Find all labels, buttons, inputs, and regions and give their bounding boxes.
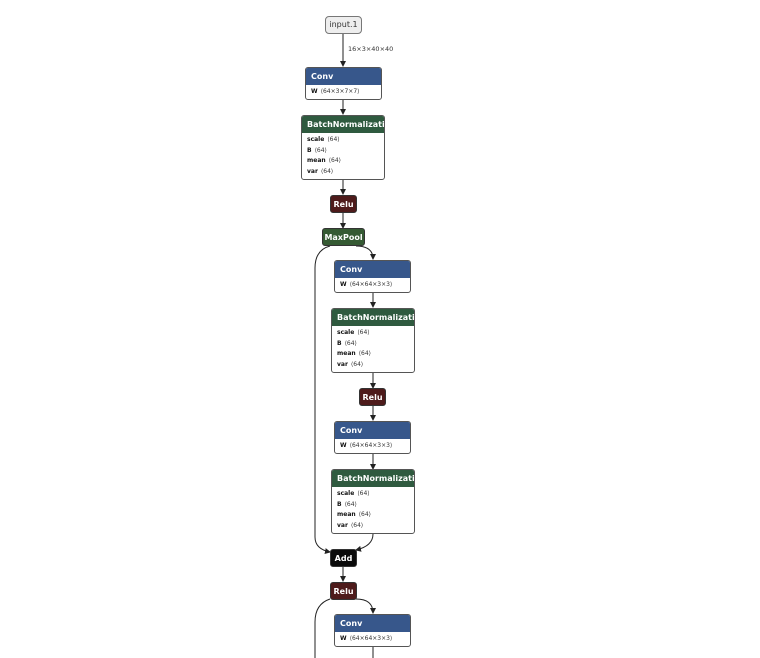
batchnorm1-node[interactable]: BatchNormalization scale⟨64⟩ B⟨64⟩ mean⟨… [301,115,385,180]
attr-value: ⟨64⟩ [358,350,371,357]
attr-name: var [337,521,348,529]
attr-name: W [340,281,347,288]
relu2-node[interactable]: Relu [359,388,386,406]
attr-row: B⟨64⟩ [307,146,379,157]
attr-value: ⟨64⟩ [327,136,340,143]
attr-name: B [337,500,342,508]
edge-bn3-add [355,533,374,552]
node-title: BatchNormalization [332,470,414,487]
batchnorm2-node[interactable]: BatchNormalization scale⟨64⟩ B⟨64⟩ mean⟨… [331,308,415,373]
node-title: Conv [335,422,410,439]
attr-row: W⟨64×64×3×3⟩ [340,441,405,452]
conv2-node[interactable]: Conv W⟨64×64×3×3⟩ [334,260,411,293]
attr-value: ⟨64⟩ [350,360,364,368]
node-attrs: scale⟨64⟩ B⟨64⟩ mean⟨64⟩ var⟨64⟩ [332,487,414,533]
attr-name: W [340,442,347,449]
attr-name: var [307,167,318,175]
attr-row: scale⟨64⟩ [307,135,379,146]
attr-row: var⟨64⟩ [337,360,409,371]
input-shape-label: 16×3×40×40 [348,45,394,53]
attr-value: ⟨64⟩ [344,500,357,508]
attr-name: mean [337,350,356,357]
edge-relu3-skip [314,598,331,658]
node-title: Conv [306,68,381,85]
node-title: Conv [335,615,410,632]
relu3-node[interactable]: Relu [330,582,357,600]
attr-value: ⟨64×64×3×3⟩ [349,281,393,288]
edge-maxpool-add-skip [314,245,331,554]
edge-relu3-conv4 [355,598,376,614]
attr-row: var⟨64⟩ [337,521,409,532]
attr-name: scale [337,329,355,336]
node-title: BatchNormalization [332,309,414,326]
conv3-node[interactable]: Conv W⟨64×64×3×3⟩ [334,421,411,454]
attr-name: scale [307,136,325,143]
relu1-node[interactable]: Relu [330,195,357,213]
node-title: Conv [335,261,410,278]
attr-value: ⟨64⟩ [358,511,371,518]
attr-value: ⟨64×64×3×3⟩ [349,442,393,449]
attr-value: ⟨64⟩ [344,339,357,347]
attr-value: ⟨64⟩ [314,146,327,154]
attr-row: mean⟨64⟩ [307,156,379,167]
edge-maxpool-conv2 [355,245,376,260]
attr-value: ⟨64⟩ [350,521,364,529]
attr-row: W⟨64×64×3×3⟩ [340,280,405,291]
node-attrs: W⟨64×64×3×3⟩ [335,439,410,453]
attr-row: mean⟨64⟩ [337,510,409,521]
node-attrs: scale⟨64⟩ B⟨64⟩ mean⟨64⟩ var⟨64⟩ [332,326,414,372]
attr-value: ⟨64⟩ [357,490,370,497]
add-node[interactable]: Add [330,549,357,567]
attr-row: B⟨64⟩ [337,500,409,511]
node-attrs: W⟨64×3×7×7⟩ [306,85,381,99]
attr-name: var [337,360,348,368]
maxpool-node[interactable]: MaxPool [322,228,365,246]
attr-name: B [337,339,342,347]
attr-value: ⟨64⟩ [328,157,341,164]
node-title: BatchNormalization [302,116,384,133]
batchnorm3-node[interactable]: BatchNormalization scale⟨64⟩ B⟨64⟩ mean⟨… [331,469,415,534]
node-attrs: W⟨64×64×3×3⟩ [335,632,410,646]
attr-name: W [311,88,318,95]
attr-row: scale⟨64⟩ [337,489,409,500]
conv4-node[interactable]: Conv W⟨64×64×3×3⟩ [334,614,411,647]
node-attrs: W⟨64×64×3×3⟩ [335,278,410,292]
attr-value: ⟨64⟩ [320,167,334,175]
attr-name: W [340,635,347,642]
attr-row: B⟨64⟩ [337,339,409,350]
attr-row: scale⟨64⟩ [337,328,409,339]
attr-value: ⟨64⟩ [357,329,370,336]
attr-name: mean [337,511,356,518]
attr-row: W⟨64×64×3×3⟩ [340,634,405,645]
conv1-node[interactable]: Conv W⟨64×3×7×7⟩ [305,67,382,100]
attr-row: var⟨64⟩ [307,167,379,178]
attr-value: ⟨64×3×7×7⟩ [320,88,360,95]
attr-name: mean [307,157,326,164]
attr-row: W⟨64×3×7×7⟩ [311,87,376,98]
node-attrs: scale⟨64⟩ B⟨64⟩ mean⟨64⟩ var⟨64⟩ [302,133,384,179]
attr-name: B [307,146,312,154]
attr-name: scale [337,490,355,497]
input-node[interactable]: input.1 [325,16,362,34]
attr-row: mean⟨64⟩ [337,349,409,360]
attr-value: ⟨64×64×3×3⟩ [349,635,393,642]
